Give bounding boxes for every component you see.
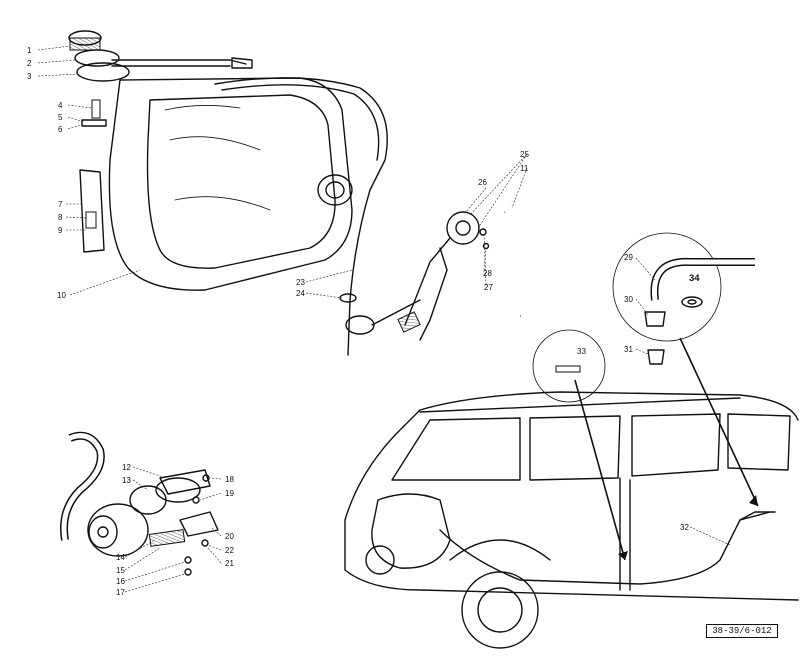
callout-11: 11 xyxy=(520,164,529,173)
callout-26: 26 xyxy=(478,178,487,187)
callout-10: 10 xyxy=(57,291,66,300)
callout-24: 24 xyxy=(296,289,305,298)
callout-15: 15 xyxy=(116,566,125,575)
fuel-tank-illustration xyxy=(68,30,388,356)
callout-4: 4 xyxy=(58,101,63,110)
callout-21: 21 xyxy=(225,559,234,568)
callout-29: 29 xyxy=(624,253,633,262)
callout-18: 18 xyxy=(225,475,234,484)
callout-labels: 1 2 3 4 5 6 7 8 9 10 11 12 13 14 15 16 1… xyxy=(27,46,700,597)
reference-code-label: 38-39/6-012 xyxy=(706,624,778,638)
callout-30: 30 xyxy=(624,295,633,304)
leader-lines xyxy=(37,45,731,593)
callout-23: 23 xyxy=(296,278,305,287)
callout-6: 6 xyxy=(58,125,63,134)
callout-34: 34 xyxy=(689,273,700,284)
fuel-gauge-sender-illustration xyxy=(345,204,551,341)
callout-20: 20 xyxy=(225,532,234,541)
callout-33: 33 xyxy=(577,347,586,356)
callout-5: 5 xyxy=(58,113,63,122)
callout-7: 7 xyxy=(58,200,63,209)
car-illustration xyxy=(344,337,799,649)
callout-25: 25 xyxy=(520,150,529,159)
callout-31: 31 xyxy=(624,345,633,354)
fuel-line-detail-illustration xyxy=(532,232,755,403)
callout-1: 1 xyxy=(27,46,32,55)
callout-16: 16 xyxy=(116,577,125,586)
callout-14: 14 xyxy=(116,553,125,562)
callout-32: 32 xyxy=(680,523,689,532)
callout-27: 27 xyxy=(484,283,493,292)
callout-19: 19 xyxy=(225,489,234,498)
callout-9: 9 xyxy=(58,226,63,235)
callout-13: 13 xyxy=(122,476,131,485)
callout-22: 22 xyxy=(225,546,234,555)
fuel-pump-illustration xyxy=(60,431,219,576)
callout-12: 12 xyxy=(122,463,131,472)
callout-28: 28 xyxy=(483,269,492,278)
callout-8: 8 xyxy=(58,213,63,222)
callout-3: 3 xyxy=(27,72,32,81)
callout-2: 2 xyxy=(27,59,32,68)
callout-17: 17 xyxy=(116,588,125,597)
